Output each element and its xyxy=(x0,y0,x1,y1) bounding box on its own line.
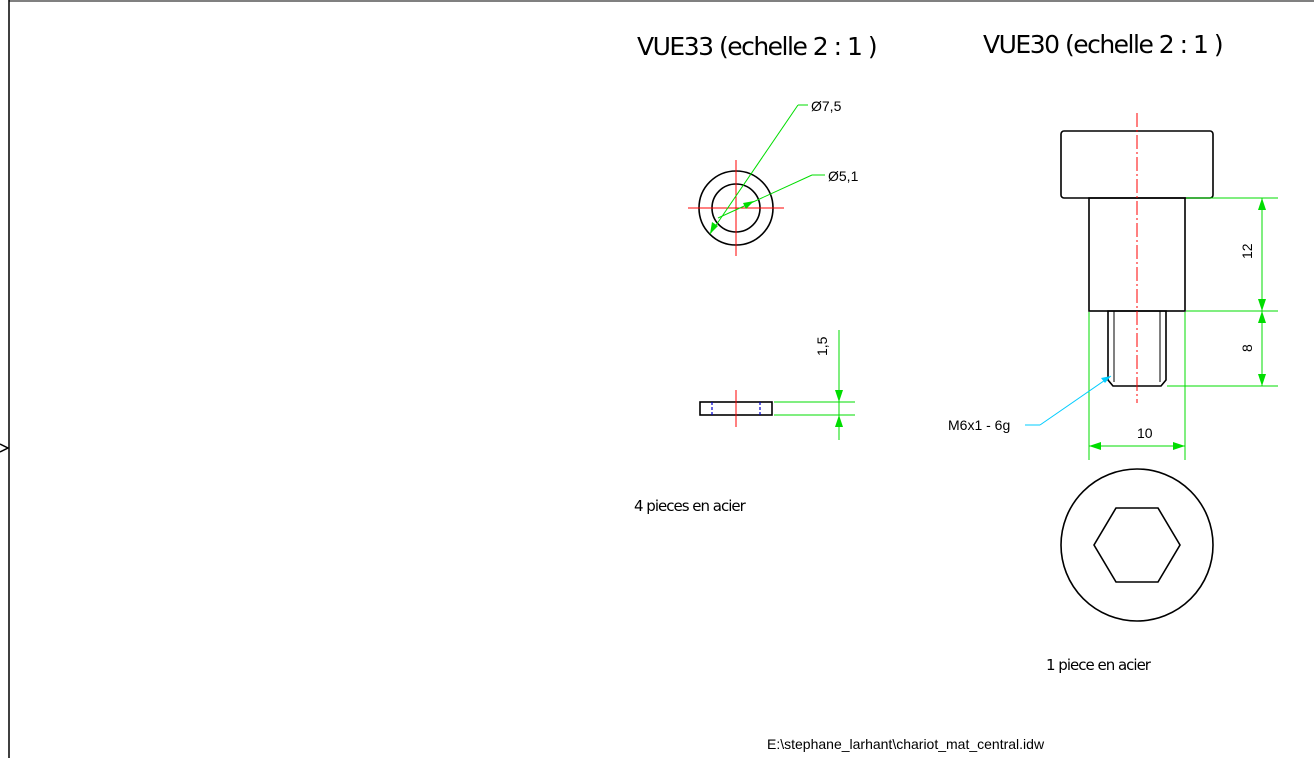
dim-thread-arrow-top xyxy=(1258,311,1266,323)
dim-outer-arrow xyxy=(710,222,718,234)
dim-inner-arrow xyxy=(743,201,754,209)
thread-callout-label: M6x1 - 6g xyxy=(948,417,1010,433)
view30-title: VUE30 (echelle 2 : 1 ) xyxy=(983,30,1222,59)
screw-side-view: 12 8 10 M6x1 - 6g xyxy=(948,113,1278,460)
dim-width-arrow-left xyxy=(1089,442,1101,450)
view30-note: 1 piece en acier xyxy=(1046,656,1152,674)
view33-note: 4 pieces en acier xyxy=(634,497,747,515)
dim-inner-label: Ø5,1 xyxy=(828,168,859,184)
dim-thread-arrow-bottom xyxy=(1258,374,1266,386)
dim-width-label: 10 xyxy=(1137,425,1153,441)
dim-width-arrow-right xyxy=(1173,442,1185,450)
dim-thick-arrow-bottom xyxy=(835,415,843,427)
dim-shank-label: 12 xyxy=(1239,243,1255,259)
dim-shank-arrow-top xyxy=(1258,198,1266,210)
screw-head-circle xyxy=(1060,468,1214,622)
thread-leader xyxy=(1039,375,1112,426)
sheet-edge-marker xyxy=(0,443,10,453)
washer-side-view: 1,5 xyxy=(699,330,855,440)
hex-socket xyxy=(1093,507,1181,583)
dim-thick-label: 1,5 xyxy=(814,336,830,356)
dim-thread-label: 8 xyxy=(1239,344,1255,352)
dim-thick-arrow-top xyxy=(835,390,843,402)
view33-title: VUE33 (echelle 2 : 1 ) xyxy=(637,32,876,61)
washer-front-view: Ø7,5 Ø5,1 xyxy=(688,98,859,256)
dim-inner-leader xyxy=(717,174,813,219)
dim-outer-leader xyxy=(709,104,799,235)
screw-top-view xyxy=(1060,468,1214,622)
file-path: E:\stephane_larhant\chariot_mat_central.… xyxy=(767,736,1045,752)
screw-thread-body xyxy=(1107,310,1167,387)
thread-leader-arrow xyxy=(1101,376,1111,383)
dim-shank-arrow-bottom xyxy=(1258,299,1266,311)
dim-outer-label: Ø7,5 xyxy=(811,98,842,114)
